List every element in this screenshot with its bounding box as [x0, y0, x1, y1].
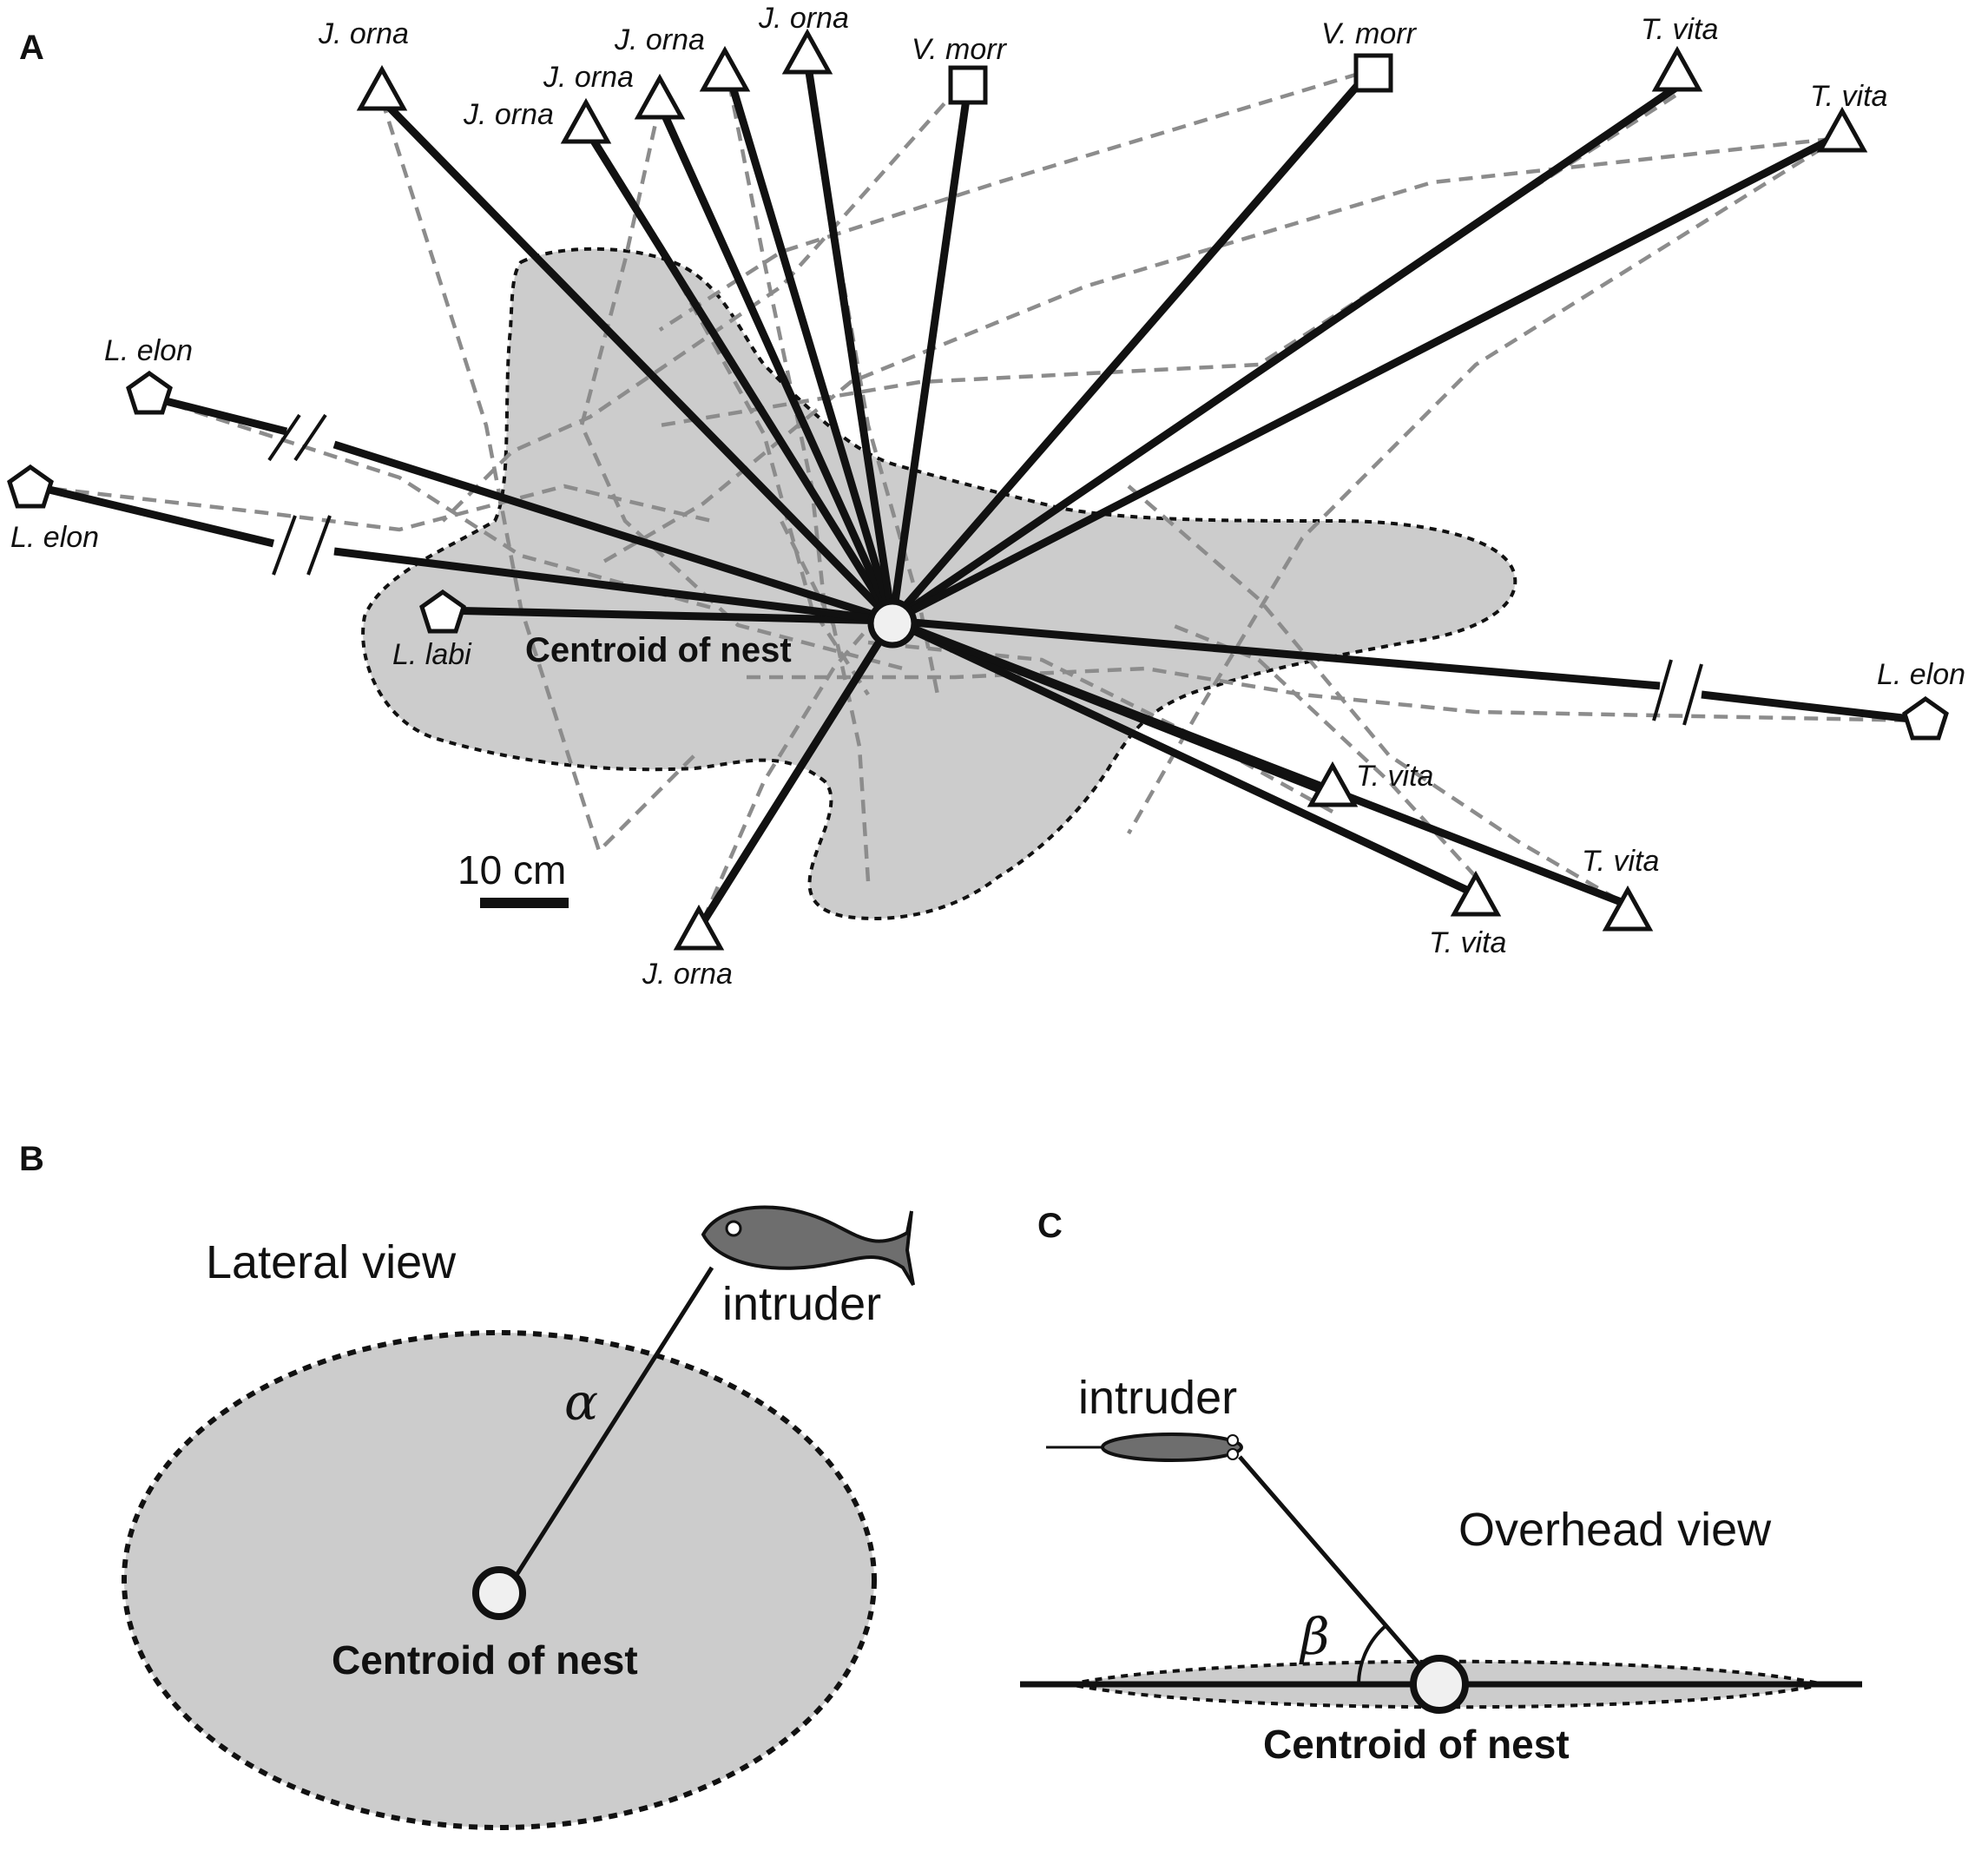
species-label: T. vita — [1641, 13, 1718, 46]
track-line — [1127, 146, 1825, 835]
triangle-marker — [699, 45, 751, 92]
panel-c-label: C — [1037, 1207, 1063, 1245]
connector-line — [33, 482, 275, 548]
centroid-label-b: Centroid of nest — [332, 1637, 638, 1683]
connector-line — [888, 86, 972, 622]
track-line — [701, 606, 887, 921]
connector-line — [1701, 690, 1926, 725]
axis-break-mark — [272, 515, 297, 576]
connector-line — [721, 59, 897, 622]
track-line — [659, 94, 1677, 428]
connector-line — [695, 618, 896, 932]
centroid-label-c: Centroid of nest — [1263, 1722, 1570, 1767]
track-line — [779, 519, 871, 882]
track-line — [379, 99, 696, 855]
angle-line-beta — [1238, 1455, 1438, 1686]
panel-a-label: A — [19, 29, 44, 67]
connector-line — [655, 102, 897, 622]
track-line — [747, 666, 1924, 723]
overhead-view-label: Overhead view — [1458, 1504, 1772, 1556]
species-label: L. elon — [104, 334, 193, 367]
species-label: V. morr — [1321, 17, 1418, 50]
track-line — [441, 85, 961, 523]
pentagon-marker — [126, 370, 173, 415]
species-label: T. vita — [1810, 80, 1887, 113]
species-label: T. vita — [1356, 760, 1433, 793]
track-line — [579, 103, 904, 671]
connector-line — [891, 616, 1625, 907]
fish-overhead-icon — [1046, 1433, 1243, 1462]
panel-b-label: B — [19, 1140, 44, 1178]
connector-line — [150, 393, 288, 436]
connector-line — [803, 60, 897, 622]
intruder-label-c: intruder — [1078, 1372, 1237, 1424]
intruder-label-b: intruder — [722, 1278, 881, 1330]
triangle-marker — [1651, 45, 1703, 92]
connector-line — [892, 616, 1661, 690]
dashed-track-lines — [30, 60, 1924, 921]
alpha-label: α — [564, 1373, 598, 1432]
connector-line — [442, 606, 893, 625]
connector-line — [583, 126, 896, 623]
connector-line — [890, 135, 1834, 625]
axis-break-mark — [1682, 663, 1703, 726]
track-line — [30, 484, 713, 532]
connector-line — [379, 96, 896, 624]
species-label: J. orna — [758, 2, 849, 35]
square-marker — [1353, 53, 1393, 93]
triangle-marker — [356, 64, 408, 111]
species-label: J. orna — [614, 23, 705, 56]
triangle-marker — [560, 97, 612, 144]
species-label: J. orna — [543, 61, 634, 94]
triangle-marker — [781, 28, 833, 75]
track-line — [1127, 484, 1625, 905]
triangle-marker — [1602, 885, 1654, 932]
species-label: J. orna — [318, 17, 409, 50]
connector-line — [890, 83, 1680, 624]
species-label: T. vita — [1429, 926, 1506, 959]
scale-bar-label: 10 cm — [458, 847, 566, 892]
species-label: T. vita — [1582, 845, 1659, 878]
beta-label: β — [1299, 1607, 1330, 1666]
axis-break-mark — [1652, 659, 1673, 721]
connector-line — [889, 69, 1373, 623]
pentagon-marker — [7, 464, 54, 509]
angle-line-alpha — [510, 1266, 714, 1584]
square-marker — [948, 65, 988, 105]
solid-lines — [33, 59, 1926, 932]
track-line — [658, 71, 1359, 332]
lateral-view-label: Lateral view — [206, 1236, 457, 1288]
species-label: L. labi — [392, 638, 472, 671]
triangle-marker — [1307, 761, 1359, 807]
beta-arc — [1357, 1624, 1388, 1685]
axis-break-mark — [306, 515, 332, 576]
nest-centroid-c — [1410, 1655, 1469, 1714]
species-label: L. elon — [1877, 658, 1965, 691]
axis-break-mark — [293, 413, 327, 462]
species-label: J. orna — [642, 958, 733, 991]
triangle-marker — [634, 73, 686, 120]
nest-centroid-b — [472, 1566, 526, 1620]
species-label: J. orna — [463, 98, 554, 131]
axis-break-mark — [267, 413, 301, 462]
triangle-marker — [673, 904, 725, 951]
connector-line — [332, 440, 894, 625]
nest-centroid-a — [867, 598, 918, 649]
triangle-marker — [1816, 106, 1868, 153]
triangle-marker — [1450, 870, 1502, 917]
pentagon-marker — [419, 589, 466, 634]
species-label: V. morr — [912, 33, 1008, 66]
pentagon-marker — [1902, 695, 1949, 741]
centroid-label-a: Centroid of nest — [525, 631, 792, 669]
intruder-markers — [7, 28, 1949, 951]
species-label: L. elon — [10, 521, 99, 554]
track-line — [151, 395, 713, 610]
track-line — [722, 60, 827, 609]
fish-icon — [701, 1205, 915, 1287]
connector-line — [333, 547, 893, 625]
connector-line — [891, 616, 1478, 899]
species-labels: J. orna J. orna J. orna J. orna J. orna … — [10, 2, 1965, 991]
nest-territory-a — [361, 247, 1517, 920]
